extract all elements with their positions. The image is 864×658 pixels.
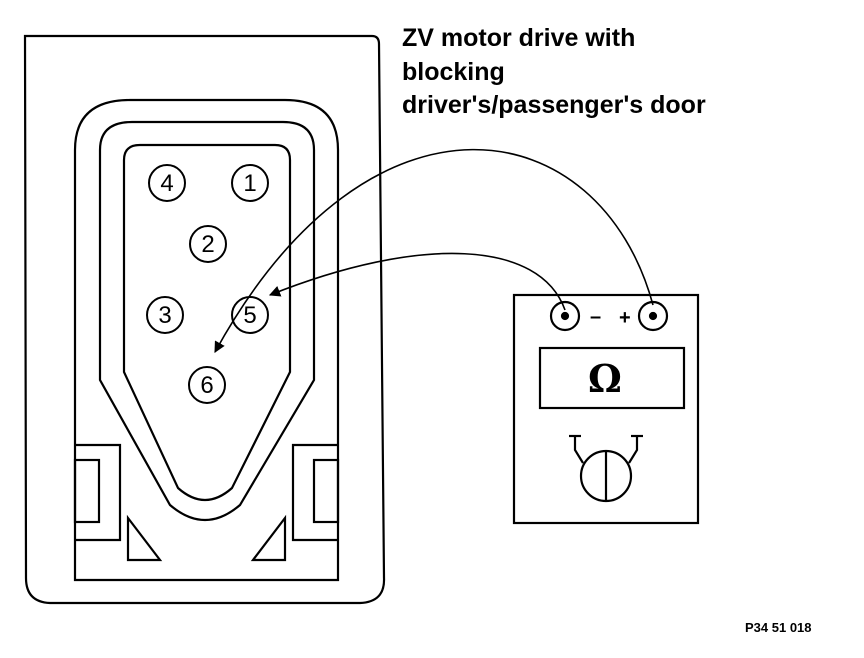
caption-line-3: driver's/passenger's door xyxy=(402,91,706,119)
connector-housing xyxy=(23,34,386,605)
minus-socket-pin xyxy=(560,311,570,321)
test-leads xyxy=(214,148,654,353)
caption-line-2: blocking xyxy=(402,58,505,86)
pin-4: 4 xyxy=(148,164,186,202)
pin-5: 5 xyxy=(231,296,269,334)
pin-circle xyxy=(188,366,226,404)
pin-1: 1 xyxy=(231,164,269,202)
pin-label: 4 xyxy=(160,170,173,197)
pin-label: 3 xyxy=(158,302,171,329)
plus-sign: + xyxy=(619,307,631,329)
lead-minus-to-pin-5 xyxy=(268,252,566,311)
plus-socket-ring xyxy=(637,300,669,332)
multimeter-body xyxy=(512,293,700,525)
left-key-triangle xyxy=(126,514,163,562)
selector-dial xyxy=(579,449,633,503)
dial-left-arm xyxy=(573,436,584,464)
pin-circle xyxy=(148,164,186,202)
minus-sign: – xyxy=(590,306,601,328)
pin-label: 2 xyxy=(201,231,214,258)
connector-pins: 4 1 2 3 5 6 xyxy=(146,164,269,404)
pin-circle xyxy=(146,296,184,334)
pin-circle xyxy=(189,225,227,263)
lead-plus-to-pin-6 xyxy=(214,148,654,353)
right-key-triangle xyxy=(250,514,287,562)
caption-line-1: ZV motor drive with xyxy=(402,24,636,52)
pin-label: 5 xyxy=(243,302,256,329)
pin-label: 6 xyxy=(200,372,213,399)
dial-right-arm xyxy=(628,436,639,464)
ohm-symbol: Ω xyxy=(588,356,622,401)
multimeter-display xyxy=(538,346,686,410)
left-latch xyxy=(73,443,122,542)
figure-reference: P34 51 018 xyxy=(745,620,812,635)
connector-pin-field xyxy=(122,143,292,501)
right-latch xyxy=(291,443,340,542)
connector-middle-ridge xyxy=(98,120,316,522)
plus-socket-pin xyxy=(648,311,658,321)
minus-socket-ring xyxy=(549,300,581,332)
pin-3: 3 xyxy=(146,296,184,334)
pin-6: 6 xyxy=(188,366,226,404)
pin-circle xyxy=(231,296,269,334)
pin-2: 2 xyxy=(189,225,227,263)
multimeter xyxy=(512,293,700,525)
pin-circle xyxy=(231,164,269,202)
pin-label: 1 xyxy=(243,170,256,197)
connector-outer-ridge xyxy=(73,98,340,582)
